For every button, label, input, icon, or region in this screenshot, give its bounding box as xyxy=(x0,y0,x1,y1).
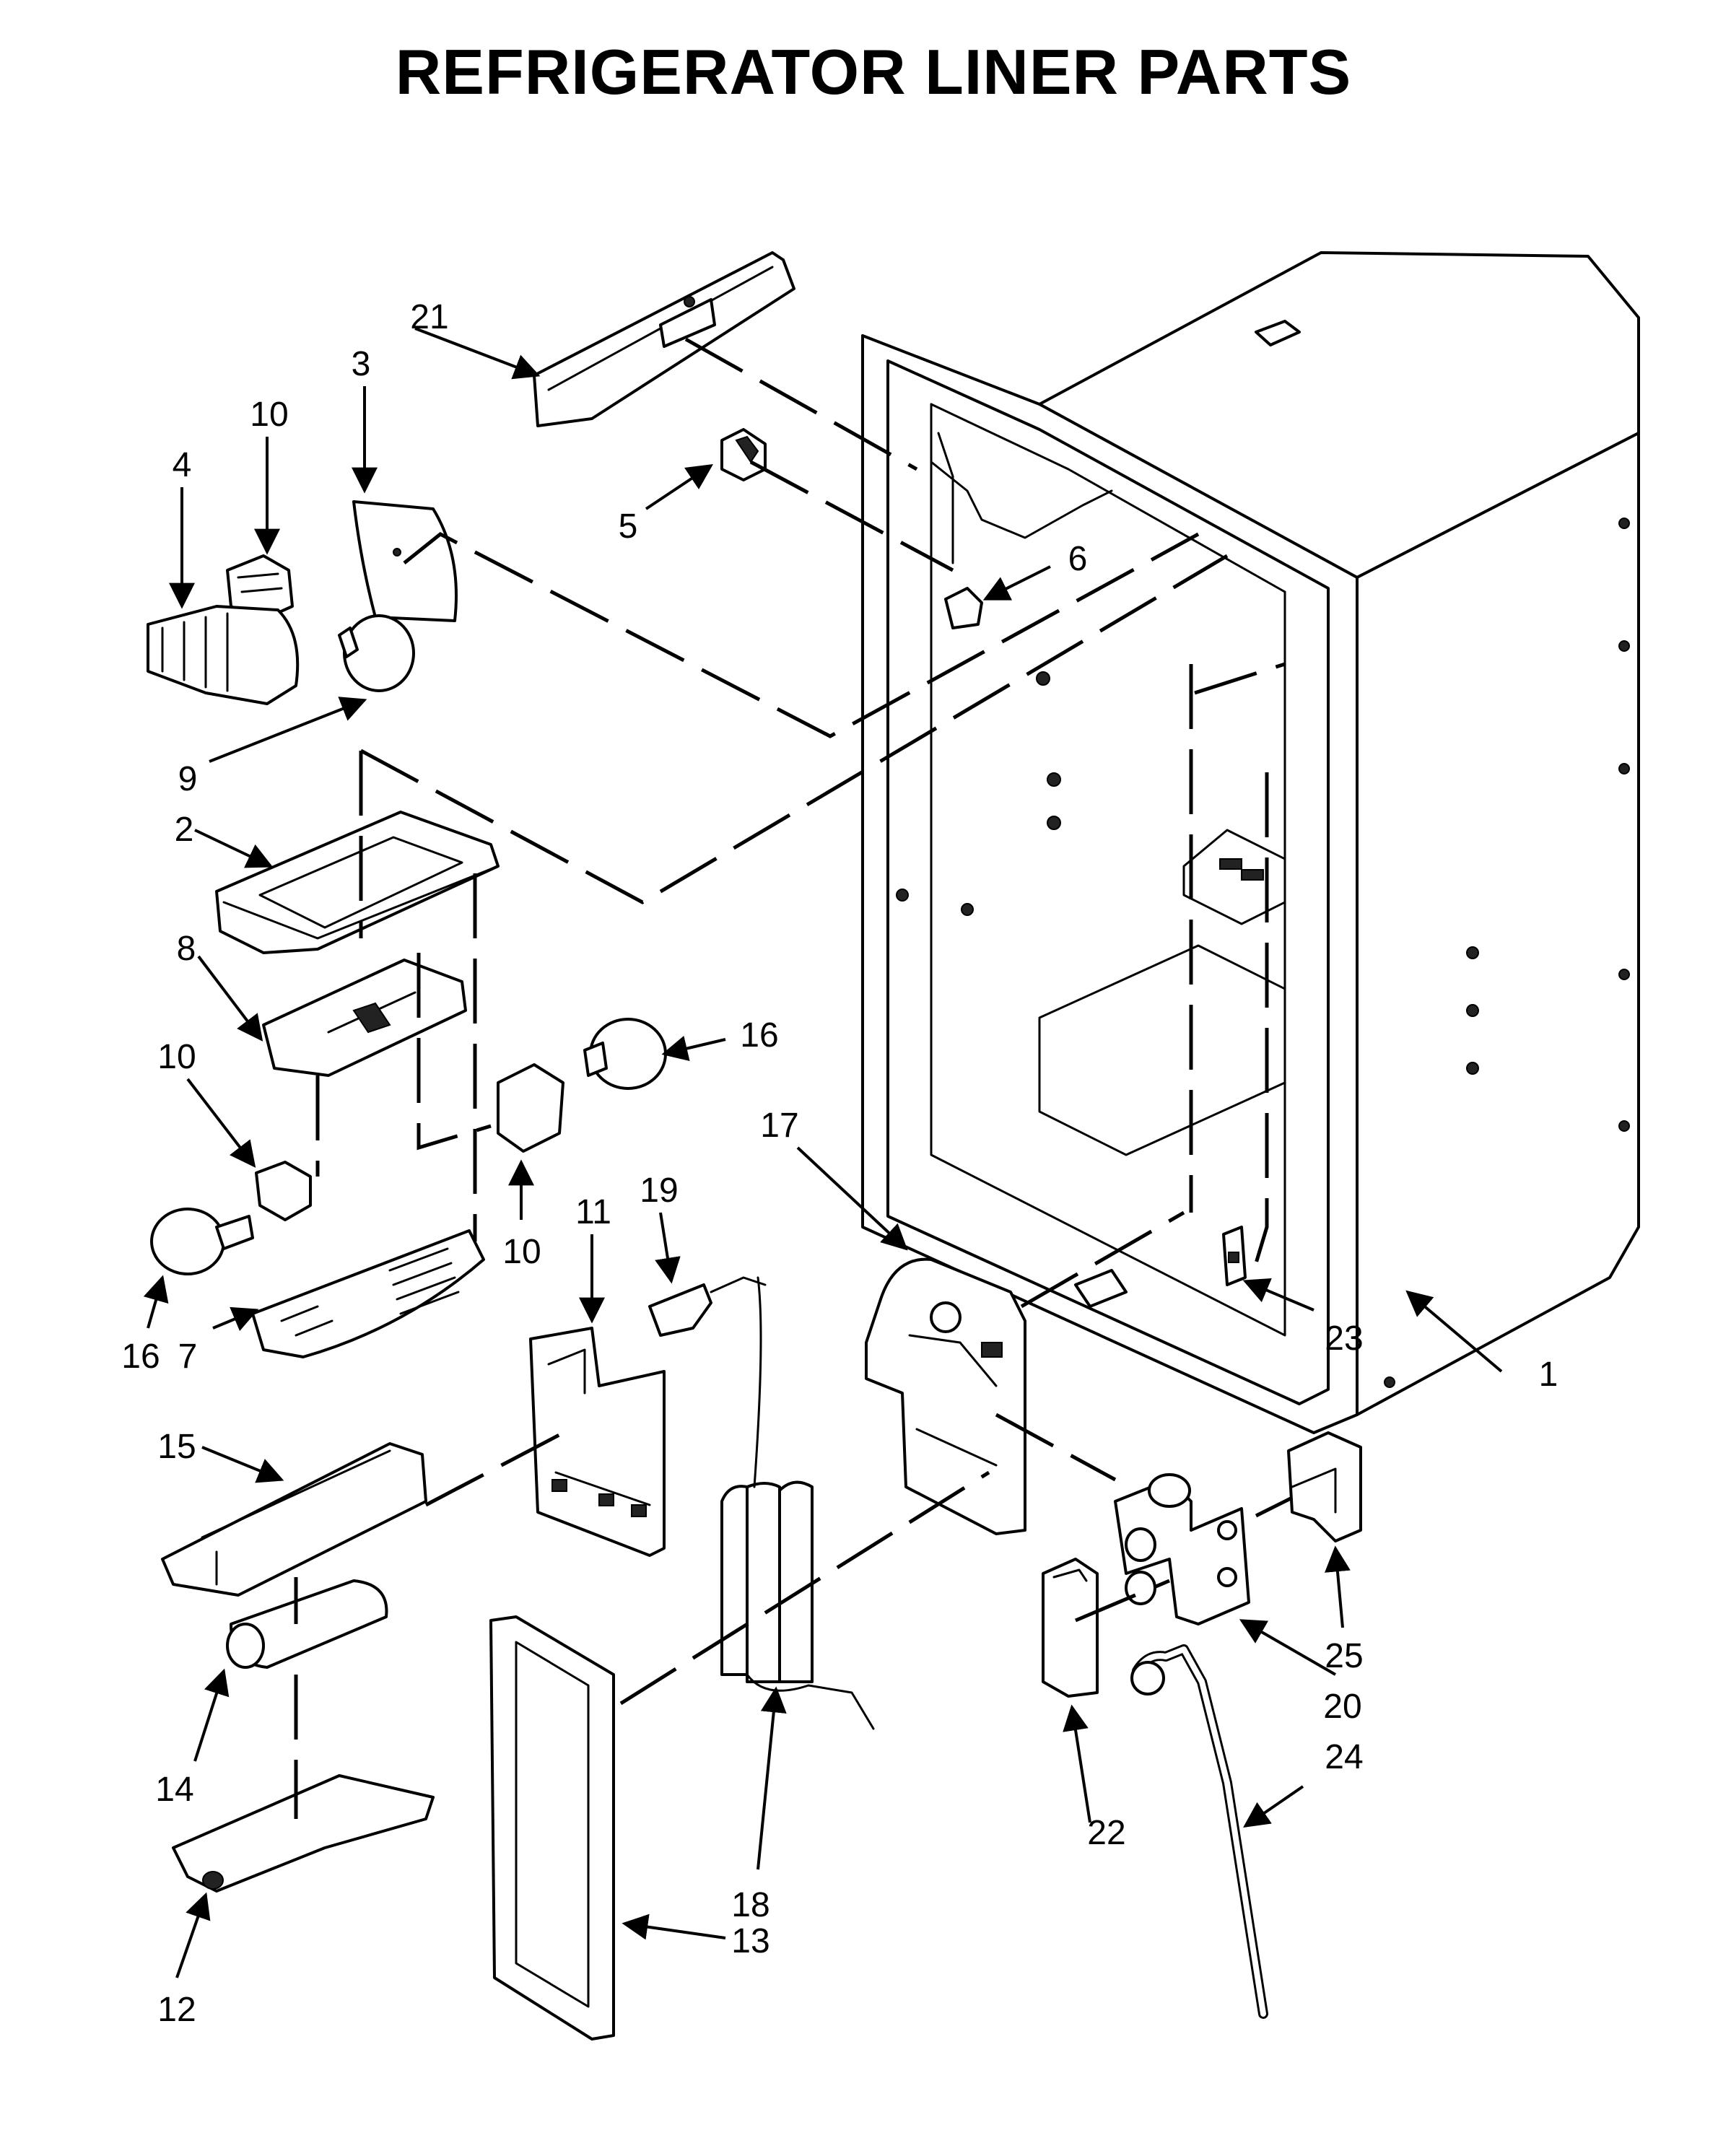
callout-23: 23 xyxy=(1325,1319,1363,1358)
part-4-lens xyxy=(147,605,300,705)
part-8-diffuser xyxy=(262,959,467,1077)
part-5-switch xyxy=(720,428,767,481)
part-10-socket-left xyxy=(255,1161,312,1221)
part-18-heater xyxy=(720,1276,875,1730)
callout-6: 6 xyxy=(1068,540,1088,578)
callout-1: 1 xyxy=(1539,1356,1558,1394)
callout-leaders xyxy=(143,327,1503,1978)
part-25-valve-cover xyxy=(1287,1431,1362,1542)
callout-2: 2 xyxy=(175,811,194,849)
callout-7: 7 xyxy=(178,1337,198,1376)
callout-9: 9 xyxy=(178,760,198,798)
callout-16b: 16 xyxy=(740,1016,778,1055)
part-24-tube xyxy=(1130,1644,1268,2019)
callout-13: 13 xyxy=(731,1922,769,1960)
diagram-title: REFRIGERATOR LINER PARTS xyxy=(396,36,1352,108)
part-19-connector xyxy=(648,1276,767,1337)
part-23-clip xyxy=(1222,1226,1247,1286)
callout-3: 3 xyxy=(352,345,371,383)
callout-20: 20 xyxy=(1323,1688,1361,1726)
callout-10b: 10 xyxy=(157,1038,196,1076)
callout-24: 24 xyxy=(1325,1738,1363,1776)
callout-5: 5 xyxy=(619,507,638,546)
part-7-light-cover xyxy=(251,1229,485,1358)
callout-18: 18 xyxy=(731,1886,769,1924)
part-16-bulb-right xyxy=(583,1018,667,1090)
callout-16a: 16 xyxy=(121,1337,160,1376)
part-12-filter-cover xyxy=(172,1774,435,1893)
callout-15: 15 xyxy=(157,1428,196,1466)
callout-numbers: 1 2 3 4 5 6 7 8 9 10 10 10 11 12 13 14 1… xyxy=(121,298,1558,2029)
part-9-bulb xyxy=(338,614,415,692)
part-2-housing xyxy=(215,811,500,954)
callout-25: 25 xyxy=(1325,1637,1363,1675)
callout-21: 21 xyxy=(410,298,448,336)
callout-10a: 10 xyxy=(250,396,288,434)
callout-22: 22 xyxy=(1087,1814,1125,1852)
part-15-filter-head xyxy=(161,1442,427,1597)
callout-4: 4 xyxy=(173,446,192,484)
part-20-water-valve xyxy=(1114,1473,1250,1625)
part-13-panel xyxy=(489,1615,615,2041)
part-16-bulb-left xyxy=(150,1208,254,1275)
callout-19: 19 xyxy=(640,1171,678,1210)
part-14-filter xyxy=(226,1579,388,1669)
part-10-socket-mid xyxy=(497,1063,564,1153)
part-22-clamp xyxy=(1042,1558,1099,1698)
callout-14: 14 xyxy=(155,1771,193,1809)
callout-10c: 10 xyxy=(502,1233,541,1271)
part-1-liner xyxy=(861,251,1640,1434)
callout-12: 12 xyxy=(157,1991,196,2029)
callout-11: 11 xyxy=(575,1193,611,1231)
part-21-bracket xyxy=(533,251,795,427)
callout-8: 8 xyxy=(177,930,196,968)
part-11-bracket xyxy=(529,1327,666,1557)
callout-17: 17 xyxy=(760,1107,798,1145)
part-17-valve-bracket xyxy=(865,1257,1026,1535)
part-6-clip xyxy=(944,587,983,629)
assembly-lines xyxy=(294,337,1294,1819)
part-10-socket-top xyxy=(226,554,294,622)
